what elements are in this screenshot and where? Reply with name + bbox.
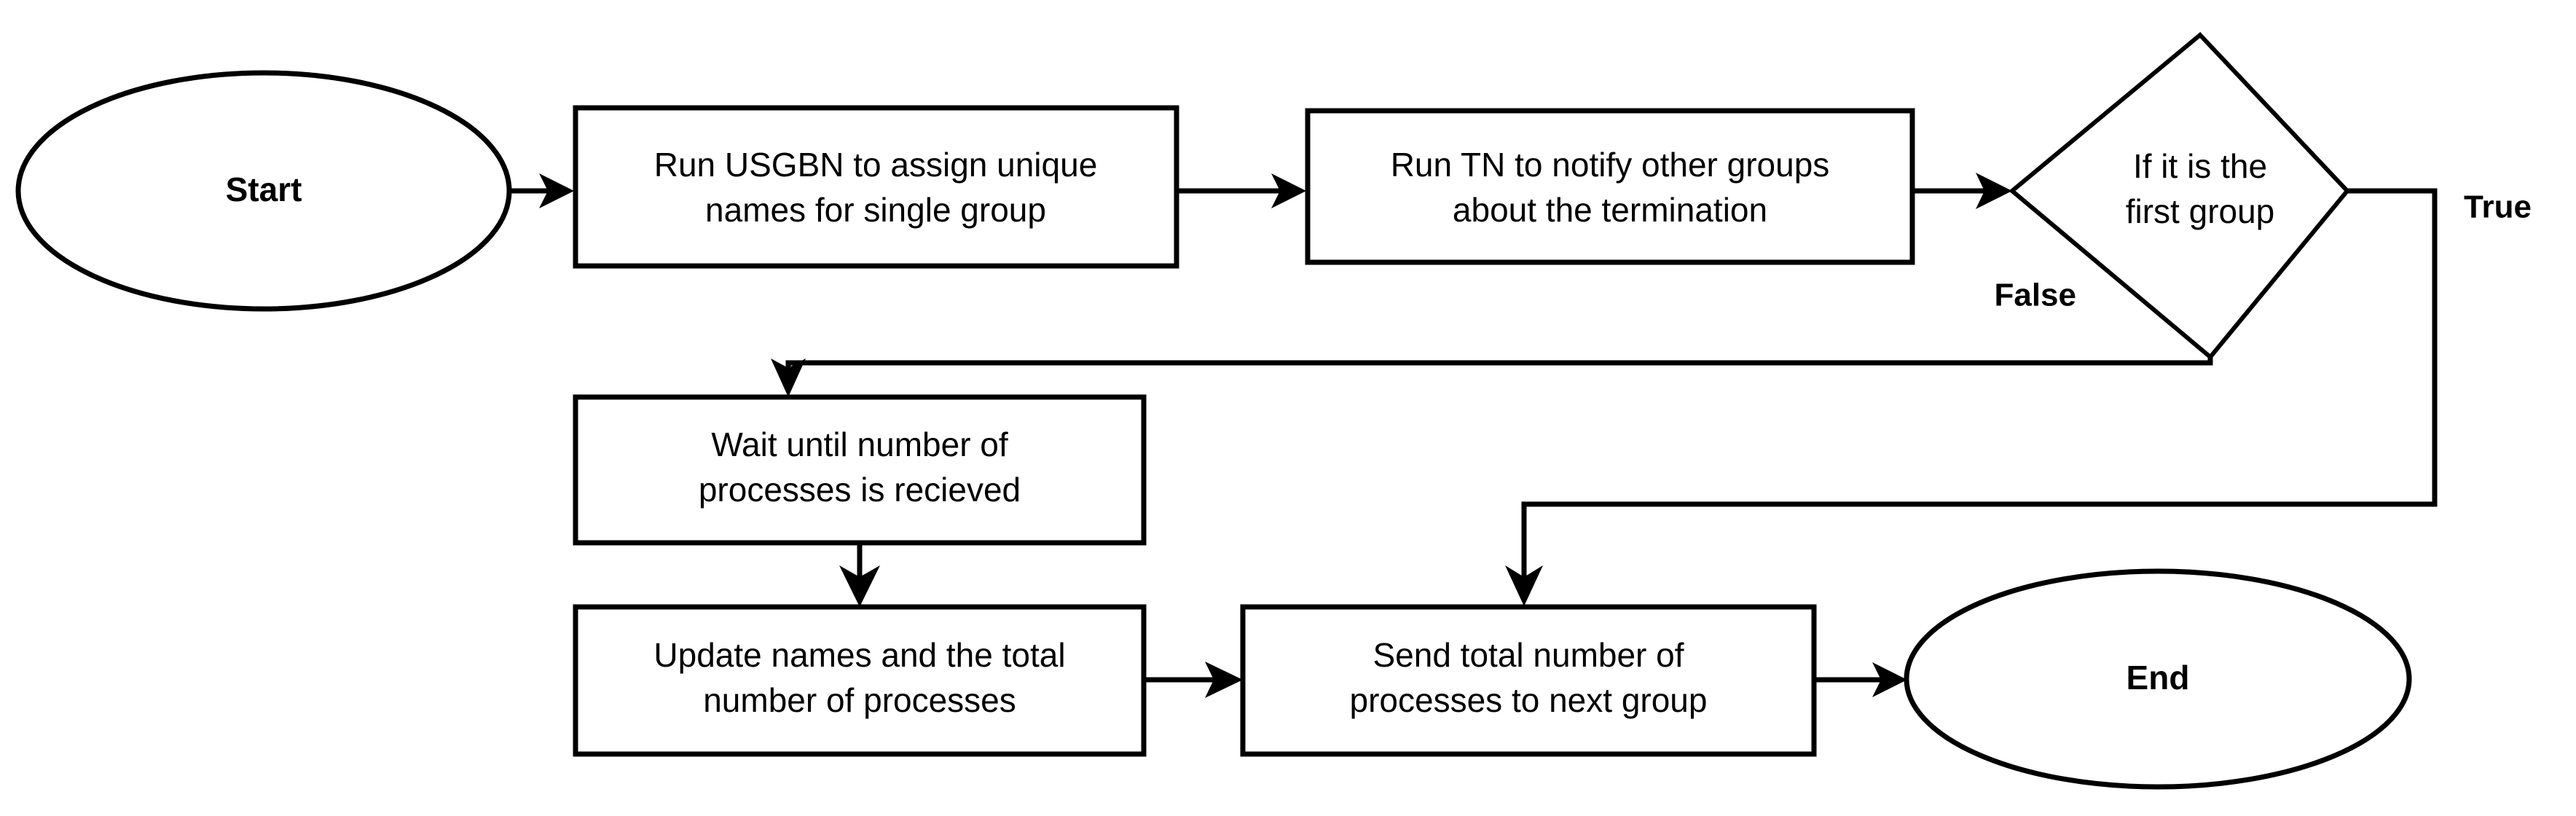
edge-line [1521, 188, 2438, 583]
arrow-head-icon [839, 565, 880, 607]
run-usgbn-rect [573, 105, 1179, 269]
node-label-run-tn-line2: about the termination [1453, 191, 1767, 229]
node-run-usgbn[interactable]: Run USGBN to assign unique names for sin… [573, 105, 1179, 269]
edge-line [785, 357, 2213, 377]
node-label-send-line2: processes to next group [1350, 681, 1708, 719]
node-label-run-usgbn-line2: names for single group [705, 191, 1046, 229]
node-decision-first-group[interactable]: If it is the first group [2008, 31, 2350, 361]
run-tn-rect [1305, 108, 1915, 265]
edge-decision-true-to-send-total [1505, 188, 2438, 606]
arrow-head-icon [1872, 662, 1907, 697]
node-label-decision-line1: If it is the [2133, 147, 2267, 185]
node-label-start: Start [226, 170, 302, 208]
node-label-run-tn-line1: Run TN to notify other groups [1391, 146, 1830, 184]
edge-run-tn-to-decision [1912, 173, 2012, 209]
edge-label-true: True [2464, 189, 2532, 225]
arrow-head-icon [1505, 565, 1543, 606]
node-update-names[interactable]: Update names and the total number of pro… [573, 604, 1147, 757]
arrow-head-icon [1271, 173, 1306, 208]
node-label-update-line1: Update names and the total [653, 636, 1065, 674]
node-end[interactable]: End [1904, 568, 2412, 790]
node-start[interactable]: Start [15, 70, 512, 312]
edge-send-total-to-end [1814, 662, 1907, 697]
node-wait-processes[interactable]: Wait until number of processes is reciev… [573, 394, 1147, 546]
send-total-rect [1240, 604, 1817, 757]
edge-decision-false-to-wait [771, 357, 2213, 397]
start-ellipse [15, 70, 512, 312]
node-label-update-line2: number of processes [703, 681, 1016, 719]
end-ellipse [1904, 568, 2412, 790]
node-label-decision-line2: first group [2126, 192, 2275, 230]
arrow-head-icon [1205, 662, 1243, 698]
arrow-head-icon [1976, 173, 2012, 209]
edge-update-names-to-send-total [1144, 662, 1243, 698]
edge-label-false: False [1994, 278, 2076, 313]
node-label-send-line1: Send total number of [1373, 636, 1684, 674]
node-run-tn[interactable]: Run TN to notify other groups about the … [1305, 108, 1915, 265]
decision-diamond [2008, 31, 2350, 361]
update-names-rect [573, 604, 1147, 757]
edge-run-usgbn-to-run-tn [1177, 173, 1306, 208]
node-label-wait-line2: processes is recieved [699, 471, 1021, 509]
node-label-wait-line1: Wait until number of [711, 425, 1008, 463]
arrow-head-icon [539, 173, 574, 208]
wait-processes-rect [573, 394, 1147, 546]
node-send-total[interactable]: Send total number of processes to next g… [1240, 604, 1817, 757]
node-label-end: End [2127, 659, 2190, 697]
edge-wait-to-update-names [839, 543, 880, 607]
node-label-run-usgbn-line1: Run USGBN to assign unique [654, 146, 1098, 184]
edge-start-to-run-usgbn [510, 173, 574, 208]
arrow-head-icon [771, 358, 806, 397]
